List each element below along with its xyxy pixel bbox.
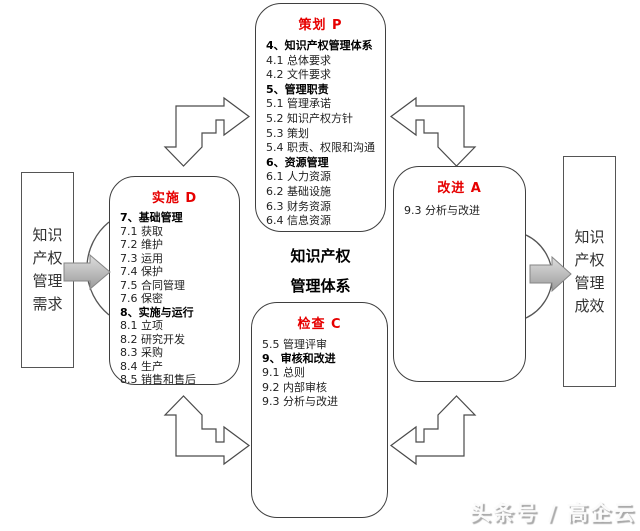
cycle-arrows-bottom-right	[390, 395, 476, 465]
list-item: 9.1 总则	[262, 366, 305, 380]
plan-box-title: 策划 P	[298, 18, 343, 33]
cycle-arc-left	[86, 221, 110, 316]
do-box-title: 实施 D	[151, 191, 198, 206]
list-item: 4.2 文件要求	[266, 68, 331, 82]
list-item: 产权	[32, 249, 63, 267]
list-item: 7.6 保密	[120, 292, 163, 305]
list-item: 6.4 信息资源	[266, 214, 331, 228]
act-item-list: 9.3 分析与改进	[394, 196, 525, 219]
list-item: 管理	[32, 272, 63, 290]
list-item: 7.2 维护	[120, 238, 163, 251]
list-item: 7.1 获取	[120, 224, 163, 238]
cycle-arrows-top-left	[164, 97, 250, 167]
list-item: 6、资源管理	[266, 155, 329, 169]
list-item: 5、管理职责	[266, 82, 329, 96]
list-item: 6.3 财务资源	[266, 199, 331, 213]
list-item: 5.2 知识产权方针	[266, 111, 353, 125]
list-item: 6.1 人力资源	[266, 170, 331, 184]
cycle-arc-right	[525, 234, 553, 319]
output-results-box: 知识产权管理成效	[563, 156, 616, 387]
list-item: 7.3 运用	[120, 251, 163, 265]
list-item: 6.2 基础设施	[266, 184, 331, 198]
list-item: 4.1 总体要求	[266, 53, 331, 67]
center-system-label-line2: 管理体系	[290, 277, 351, 295]
list-item: 知识	[32, 226, 63, 244]
list-item: 9.2 内部审核	[262, 380, 327, 394]
list-item: 8.2 研究开发	[120, 332, 185, 346]
list-item: 5.4 职责、权限和沟通	[266, 141, 375, 155]
list-item: 需求	[32, 295, 63, 313]
check-box-title: 检查 C	[297, 317, 342, 332]
list-item: 9.3 分析与改进	[404, 204, 480, 217]
list-item: 5.5 管理评审	[262, 338, 327, 351]
list-item: 9、审核和改进	[262, 352, 336, 366]
list-item: 9.3 分析与改进	[262, 394, 338, 408]
watermark: 头条号 / 高企云	[469, 501, 636, 525]
list-item: 5.1 管理承诺	[266, 97, 331, 111]
list-item: 8.4 生产	[120, 359, 163, 373]
list-item: 成效	[574, 296, 605, 315]
list-item: 7.4 保护	[120, 265, 163, 278]
cycle-arrows-top-right	[390, 97, 476, 167]
list-item: 8.1 立项	[120, 319, 163, 332]
center-system-label: 知识产权 管理体系	[250, 241, 391, 301]
list-item: 知识	[574, 227, 605, 246]
list-item: 8.3 采购	[120, 346, 163, 359]
list-item: 5.3 策划	[266, 126, 309, 140]
act-box-title: 改进 A	[437, 181, 482, 196]
list-item: 7、基础管理	[120, 211, 183, 224]
list-item: 8.5 销售和售后	[120, 373, 196, 386]
center-system-label-line1: 知识产权	[290, 247, 351, 265]
cycle-arrows-bottom-left	[164, 395, 250, 465]
list-item: 4、知识产权管理体系	[266, 39, 373, 52]
list-item: 产权	[574, 250, 605, 269]
input-requirements-box: 知识产权管理需求	[21, 172, 74, 368]
list-item: 管理	[574, 273, 605, 292]
list-item: 7.5 合同管理	[120, 278, 185, 292]
list-item: 8、实施与运行	[120, 305, 194, 319]
act-box: 改进 A 9.3 分析与改进	[393, 166, 526, 382]
